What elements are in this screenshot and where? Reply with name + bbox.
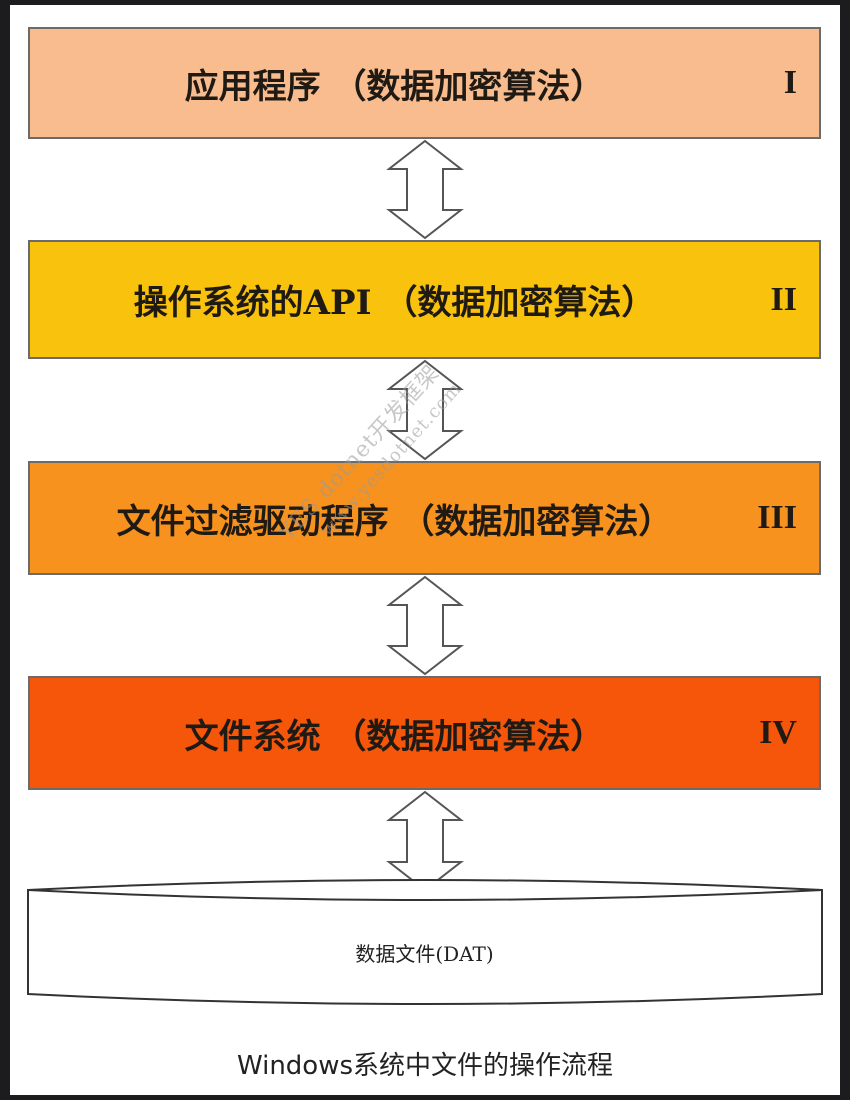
layer-file-system-label: 文件系统 （数据加密算法） xyxy=(184,716,605,757)
layer-os-api-numeral: II xyxy=(770,280,797,318)
layer-filter-driver-numeral: III xyxy=(757,499,797,536)
layer-application: 应用程序 （数据加密算法） I xyxy=(28,27,821,139)
layer-application-numeral: I xyxy=(783,64,797,101)
data-file-storage-shape xyxy=(27,879,823,1005)
layer-os-api: 操作系统的API （数据加密算法） II xyxy=(28,240,821,359)
layer-filter-driver: 文件过滤驱动程序 （数据加密算法） III xyxy=(28,461,821,575)
data-file-label: 数据文件(DAT) xyxy=(355,942,494,966)
double-arrow-icon xyxy=(386,359,464,461)
layer-os-api-label: 操作系统的API （数据加密算法） xyxy=(133,283,656,323)
diagram-caption: Windows系统中文件的操作流程 xyxy=(236,1051,614,1081)
layer-file-system-numeral: IV xyxy=(759,714,797,751)
layer-filter-driver-label: 文件过滤驱动程序 （数据加密算法） xyxy=(116,501,673,542)
layer-file-system: 文件系统 （数据加密算法） IV xyxy=(28,676,821,790)
layer-application-label: 应用程序 （数据加密算法） xyxy=(184,66,605,107)
double-arrow-icon xyxy=(386,139,464,240)
double-arrow-icon xyxy=(386,575,464,676)
